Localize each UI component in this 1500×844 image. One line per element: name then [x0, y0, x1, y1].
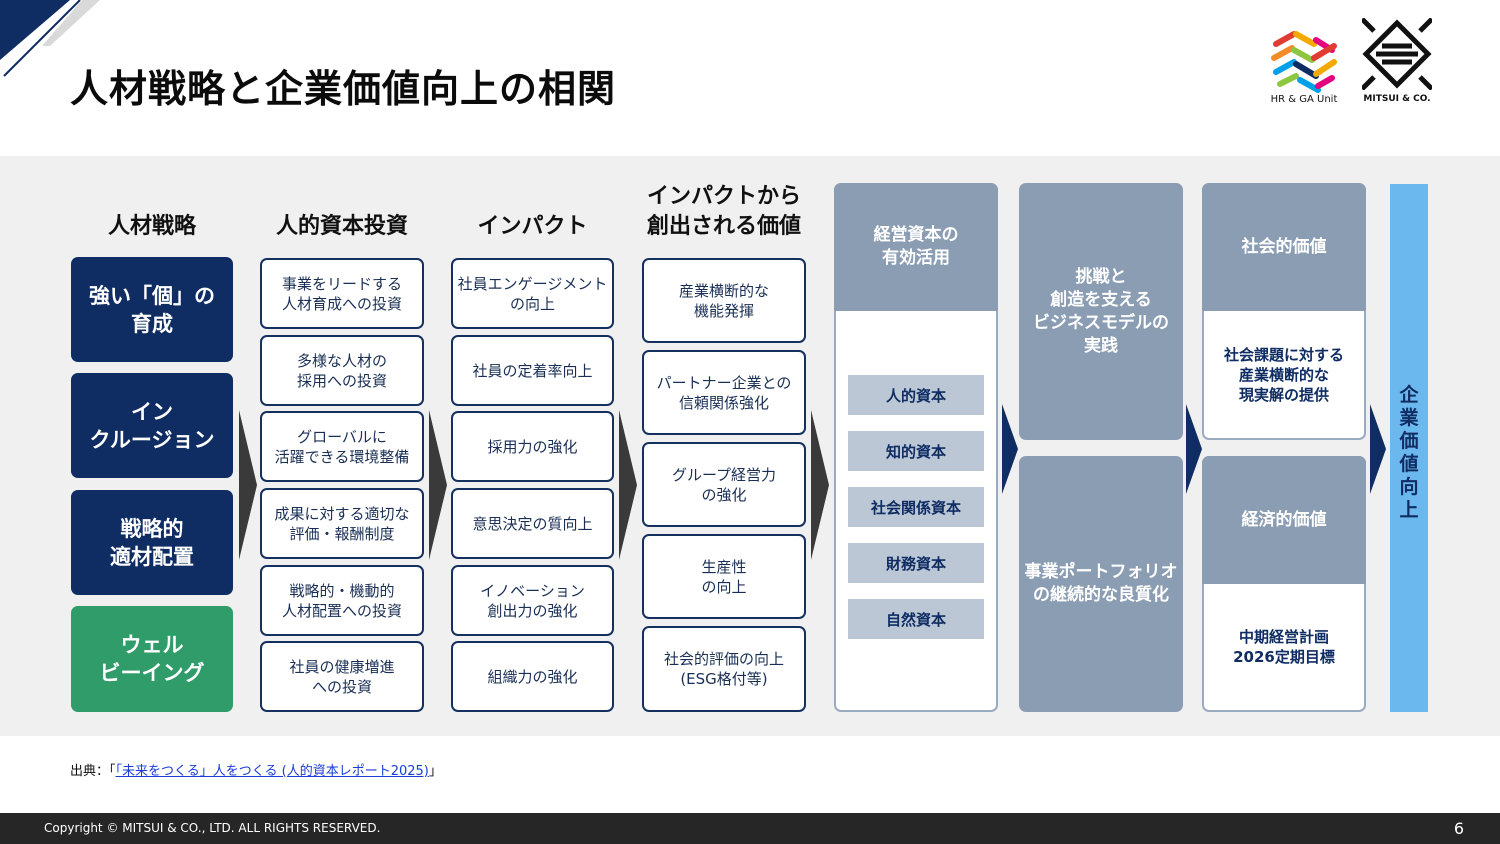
strategy-wellbeing: ウェル ビーイング [71, 606, 233, 712]
copyright-text: Copyright © MITSUI & CO., LTD. ALL RIGHT… [44, 821, 381, 835]
mitsui-logo [1362, 18, 1432, 90]
management-capital-header: 経営資本の 有効活用 [834, 183, 998, 311]
impact-item: 社員の定着率向上 [451, 335, 614, 406]
impact-item: 組織力の強化 [451, 641, 614, 712]
strategy-placement: 戦略的 適材配置 [71, 490, 233, 595]
created-value-item: 社会的評価の向上 (ESG格付等) [642, 626, 806, 712]
source-note: 出典：「「未来をつくる」人をつくる (人的資本レポート2025)」 [70, 760, 442, 779]
enterprise-value-label: 企 業 価 値 向 上 [1399, 384, 1419, 521]
mitsui-logo-label: MITSUI & CO. [1363, 94, 1431, 104]
arrow-value-to-enterprise [1370, 404, 1386, 494]
arrow-impact-to-value [619, 410, 637, 560]
impact-item: イノベーション 創出力の強化 [451, 565, 614, 636]
heading-impact: インパクト [477, 214, 588, 239]
created-value-item: グループ経営力 の強化 [642, 442, 806, 527]
footer-bar: Copyright © MITSUI & CO., LTD. ALL RIGHT… [0, 813, 1500, 844]
impact-item: 社員エンゲージメント の向上 [451, 258, 614, 329]
investment-item: グローバルに 活躍できる環境整備 [260, 411, 424, 482]
page-number: 6 [1453, 819, 1464, 838]
created-value-item: 産業横断的な 機能発揮 [642, 258, 806, 343]
heading-investment: 人的資本投資 [275, 214, 408, 239]
economic-value-header: 経済的価値 [1202, 456, 1366, 584]
arrow-strategy-to-investment [239, 410, 257, 560]
social-value-header: 社会的価値 [1202, 183, 1366, 311]
capital-intellectual: 知的資本 [848, 431, 984, 471]
created-value-item: 生産性 の向上 [642, 534, 806, 619]
investment-item: 成果に対する適切な 評価・報酬制度 [260, 488, 424, 559]
investment-item: 多様な人材の 採用への投資 [260, 335, 424, 406]
arrow-value-to-capital [811, 410, 829, 560]
capital-financial: 財務資本 [848, 543, 984, 583]
source-suffix: 」 [428, 764, 442, 779]
corner-decoration [0, 0, 100, 77]
business-portfolio-card: 事業ポートフォリオ の継続的な良質化 [1019, 456, 1183, 712]
capital-human: 人的資本 [848, 375, 984, 415]
heading-created-value: インパクトから 創出される価値 [646, 184, 801, 239]
created-value-item: パートナー企業との 信頼関係強化 [642, 350, 806, 435]
hr-ga-unit-label: HR & GA Unit [1270, 94, 1338, 105]
impact-item: 意思決定の質向上 [451, 488, 614, 559]
source-prefix: 出典：「 [70, 764, 116, 779]
strategy-inclusion: イン クルージョン [71, 373, 233, 478]
impact-item: 採用力の強化 [451, 411, 614, 482]
heading-strategy: 人材戦略 [107, 214, 196, 239]
business-model-card: 挑戦と 創造を支える ビジネスモデルの 実践 [1019, 183, 1183, 440]
social-value-body: 社会課題に対する 産業横断的な 現実解の提供 [1223, 345, 1344, 404]
page-title: 人材戦略と企業価値向上の相関 [70, 67, 617, 111]
arrow-investment-to-impact [429, 410, 447, 560]
capital-natural: 自然資本 [848, 599, 984, 639]
strategy-individual-development: 強い「個」の 育成 [71, 257, 233, 362]
arrow-capital-to-business [1002, 404, 1018, 494]
enterprise-value-bar: 企 業 価 値 向 上 [1390, 184, 1428, 712]
economic-value-body: 中期経営計画 2026定期目標 [1233, 628, 1335, 666]
investment-item: 戦略的・機動的 人材配置への投資 [260, 565, 424, 636]
hr-ga-unit-logo [1271, 31, 1337, 93]
source-link[interactable]: 「未来をつくる」人をつくる (人的資本レポート2025) [115, 764, 429, 779]
arrow-business-to-value [1186, 404, 1202, 494]
investment-item: 事業をリードする 人材育成への投資 [260, 258, 424, 329]
capital-social-relationship: 社会関係資本 [848, 487, 984, 527]
investment-item: 社員の健康増進 への投資 [260, 641, 424, 712]
